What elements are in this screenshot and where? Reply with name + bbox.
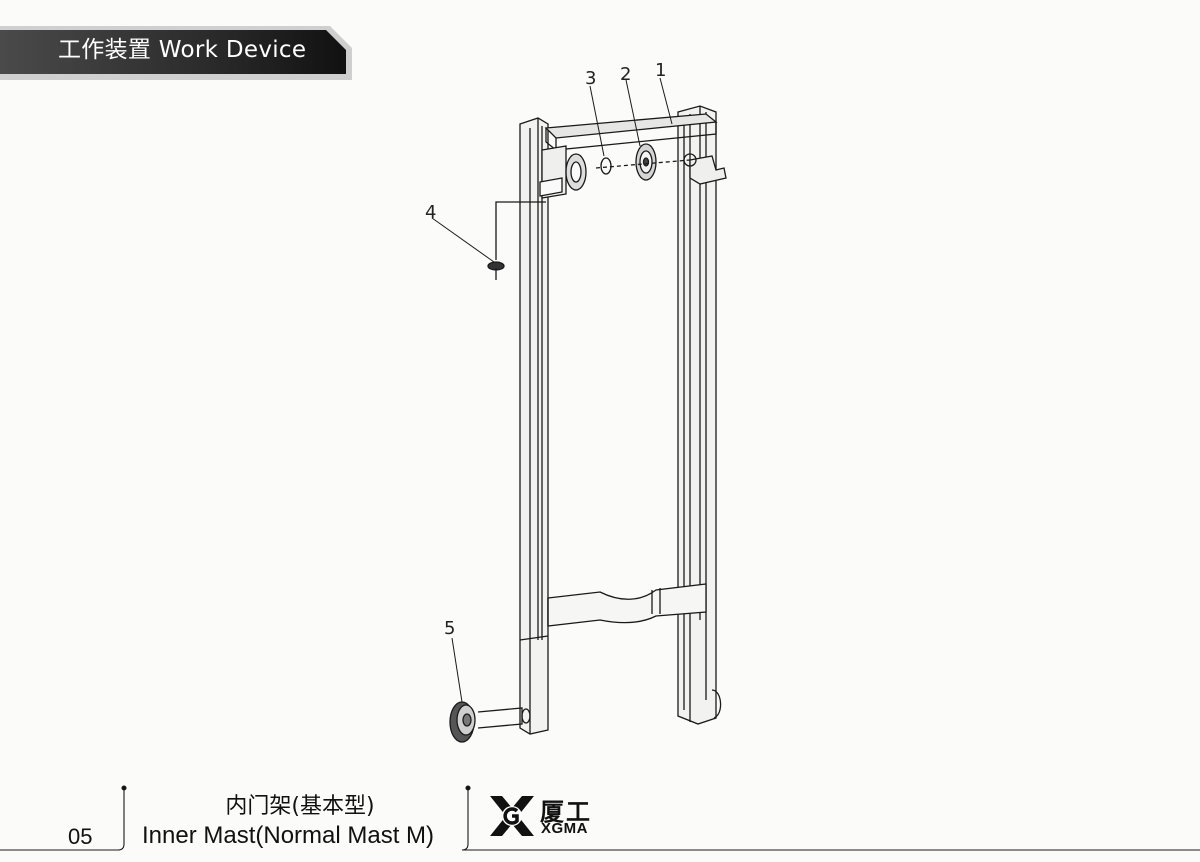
page-number: 05 <box>68 824 93 849</box>
header-tab-shape <box>0 26 352 80</box>
callout-5: 5 <box>444 618 456 639</box>
part-3-snap-ring <box>600 157 612 175</box>
section-title: 工作装置 Work Device <box>58 37 307 63</box>
drawing-title-en: Inner Mast(Normal Mast M) <box>142 822 435 849</box>
footer-rules <box>0 785 1200 851</box>
callout-4: 4 <box>425 202 437 223</box>
logo-text-en: XGMA <box>541 820 588 837</box>
logo-text-cn: 厦工 <box>540 798 592 826</box>
section-header-tab <box>0 18 360 80</box>
callout-1: 1 <box>655 60 667 81</box>
sheave-brackets <box>539 145 727 199</box>
top-crossbeam <box>544 113 718 151</box>
xgma-logo-icon <box>490 796 534 836</box>
callout-2: 2 <box>620 64 632 85</box>
part-5-side-roller <box>449 701 523 743</box>
left-upright <box>519 117 549 735</box>
part-4-bolt <box>487 201 546 280</box>
callout-3: 3 <box>585 68 597 89</box>
right-upright <box>677 105 722 725</box>
leader-lines <box>431 77 673 703</box>
part-2-sheave <box>595 143 691 181</box>
lower-crossbeam <box>547 583 707 627</box>
drawing-title-cn: 内门架(基本型) <box>225 794 375 819</box>
